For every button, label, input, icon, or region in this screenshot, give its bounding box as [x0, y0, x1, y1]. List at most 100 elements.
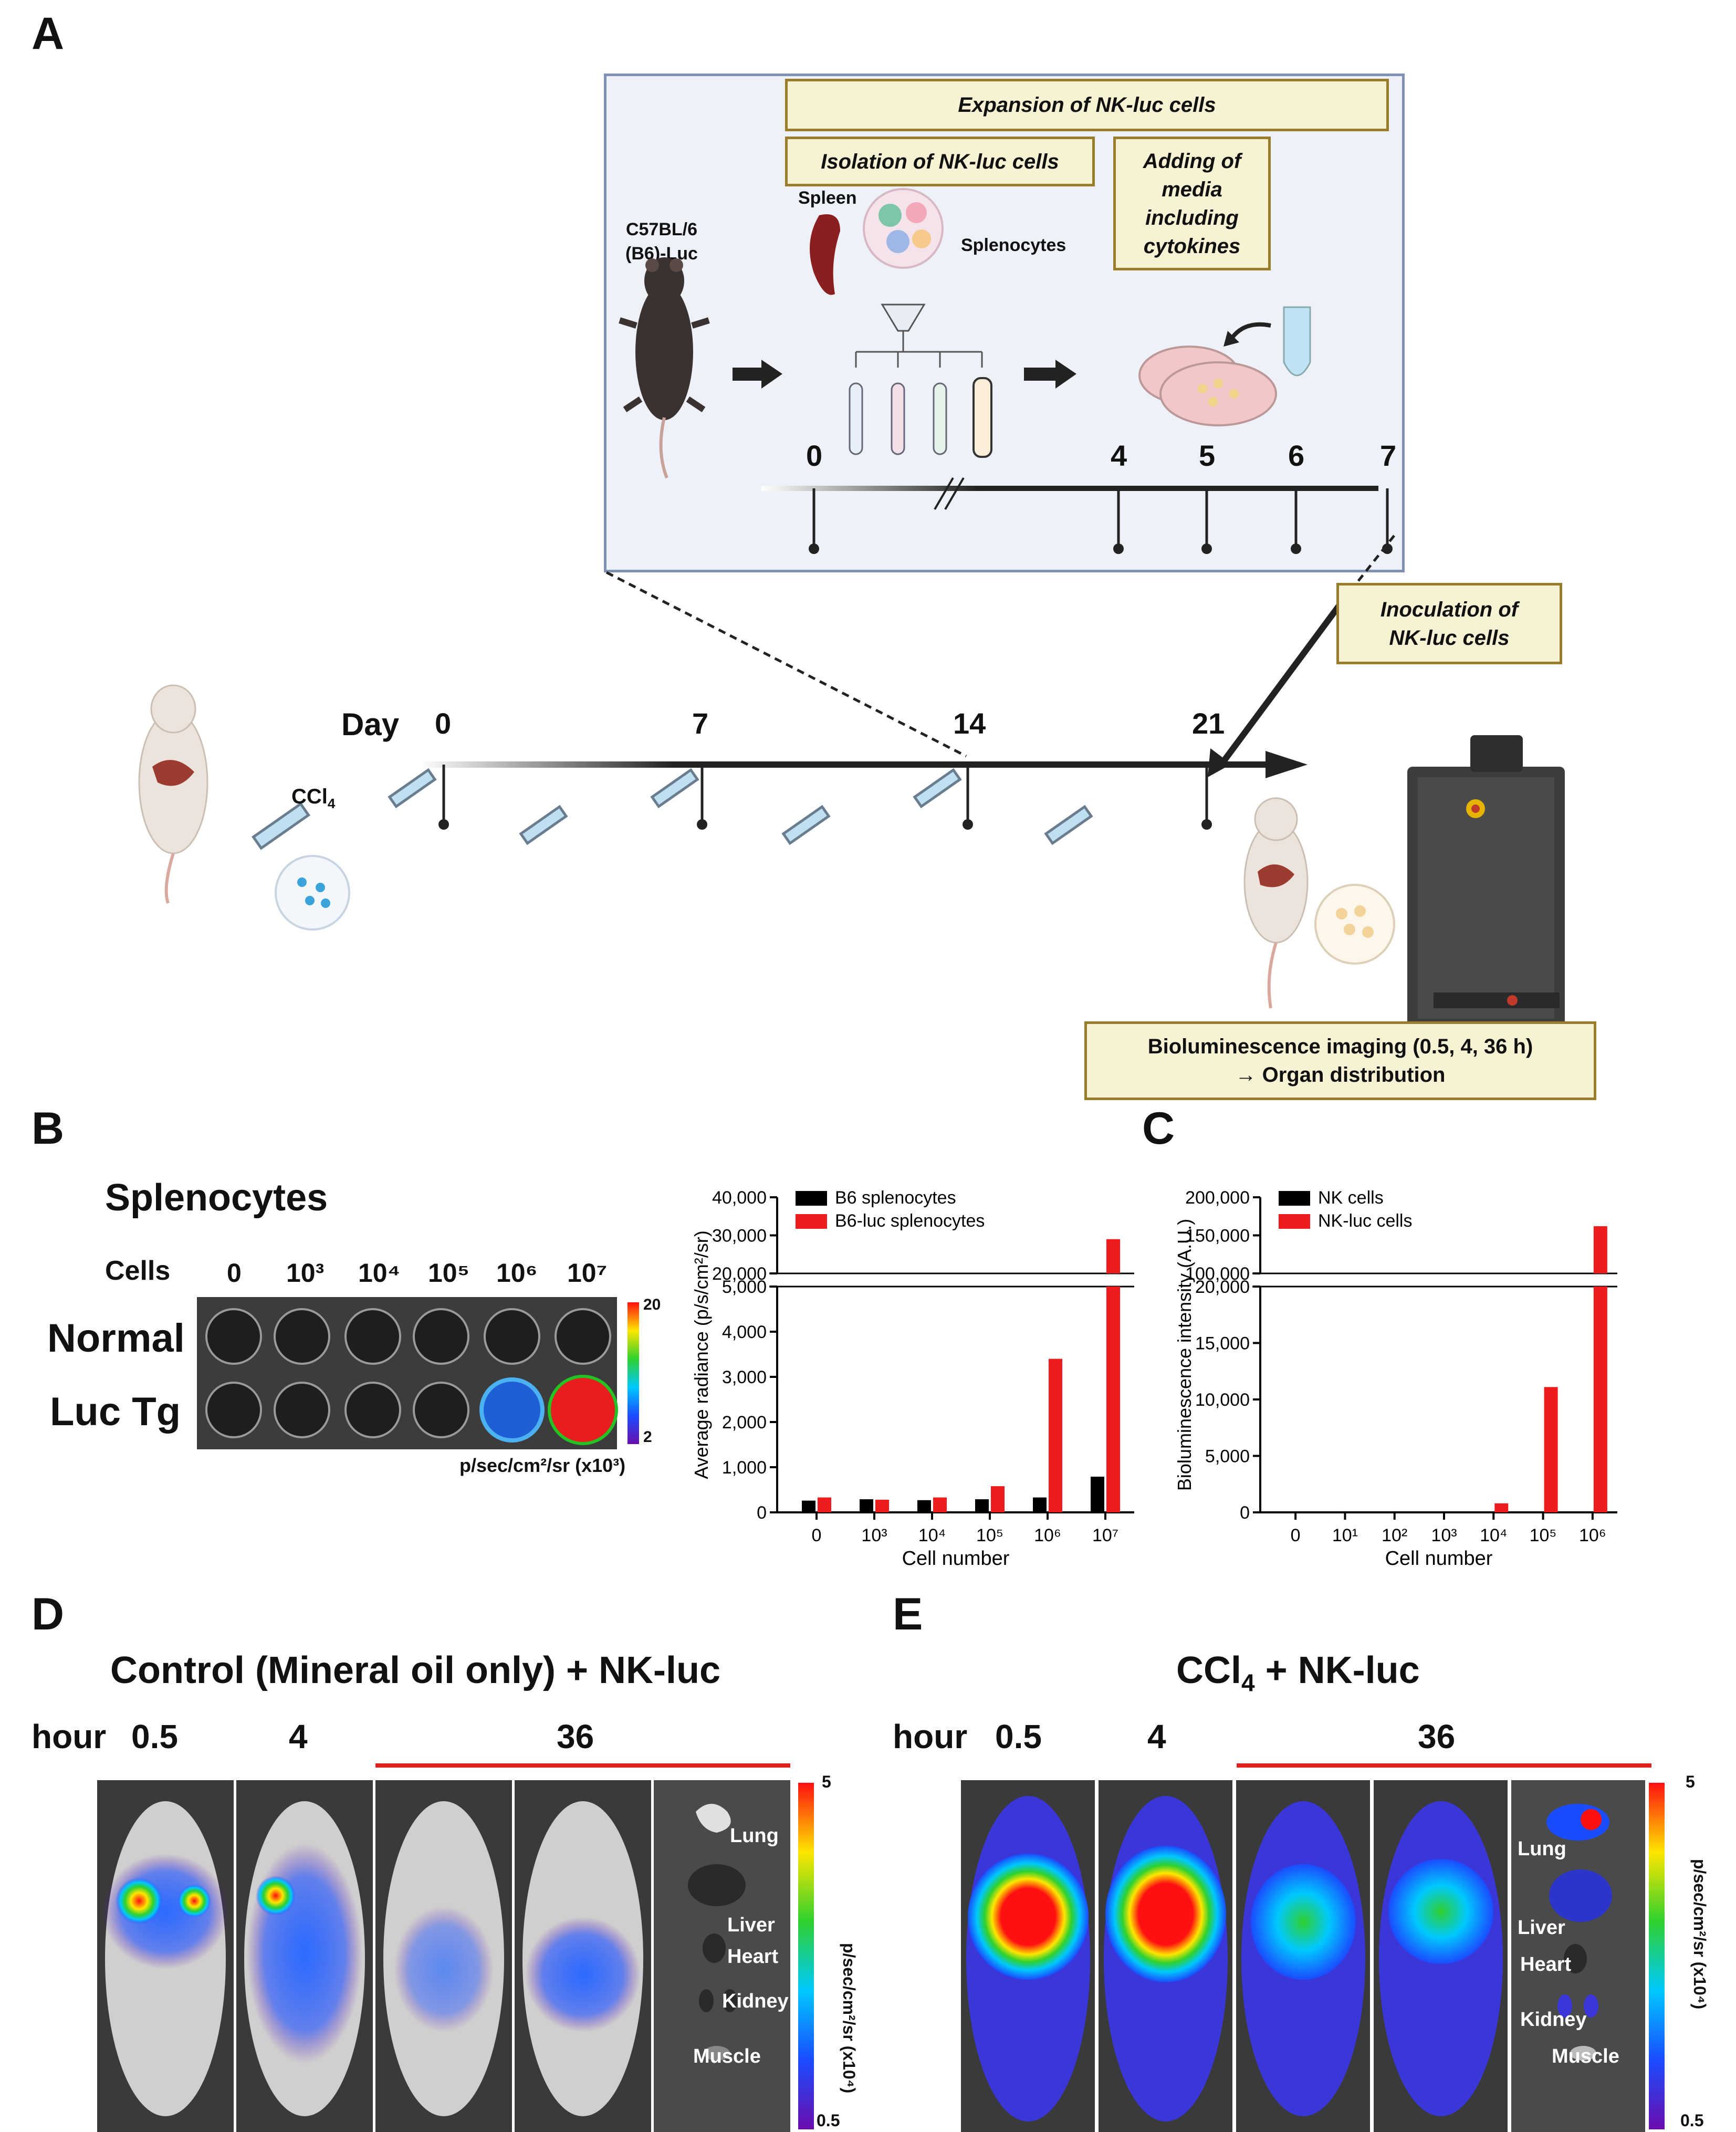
inset-timeline: [761, 486, 1378, 491]
y-tick-label: 200,000: [1185, 1188, 1250, 1208]
scale-unit: p/sec/cm²/sr (x10⁴): [1690, 1859, 1709, 2010]
inset-day: 7: [1380, 439, 1397, 472]
inset-day: 4: [1111, 439, 1127, 472]
bar: [1049, 1358, 1062, 1512]
mouse-images-control: [97, 1780, 814, 2132]
bar: [917, 1500, 931, 1512]
bar: [991, 1486, 1005, 1512]
white-mouse-icon: [138, 684, 208, 904]
cell-col-label: 10⁶: [496, 1258, 538, 1288]
imaging-line1: Bioluminescence imaging (0.5, 4, 36 h): [1147, 1035, 1533, 1058]
inset-day: 0: [806, 439, 823, 472]
y-tick-label: 30,000: [712, 1226, 767, 1246]
imager-icon: [1407, 735, 1565, 1029]
organ-label: Heart: [727, 1946, 779, 1968]
y-tick-label: 0: [757, 1503, 767, 1523]
bar: [1091, 1477, 1104, 1512]
drug-drops-icon: [275, 855, 350, 931]
row-luc-label: Luc Tg: [50, 1389, 181, 1434]
x-tick-label: 10⁴: [1480, 1525, 1507, 1545]
mouse-images-ccl4: [961, 1780, 1665, 2132]
mouse-frame-4h: [1099, 1780, 1232, 2132]
x-tick-label: 10¹: [1332, 1525, 1358, 1545]
main-timeline-illustration: [138, 684, 1565, 1029]
mouse-frame-36h-2: [1374, 1780, 1508, 2132]
organ-label: Kidney: [1520, 2009, 1587, 2031]
inset-illustration: [619, 188, 1393, 554]
plate-image: [197, 1297, 639, 1449]
nk-cells-icon: [1314, 884, 1395, 965]
y-tick-label: 100,000: [1185, 1264, 1250, 1284]
cell-col-label: 0: [227, 1258, 242, 1288]
bar: [933, 1497, 947, 1512]
chart-c: 05,00010,00015,00020,000100,000150,00020…: [1176, 1188, 1617, 1570]
y-tick-label: 1,000: [722, 1458, 767, 1478]
row-normal-label: Normal: [47, 1316, 185, 1361]
scale-max: 20: [643, 1296, 661, 1313]
organ-frame: [1511, 1780, 1645, 2132]
main-day: 21: [1192, 707, 1225, 740]
day-label: Day: [341, 707, 400, 742]
organ-label: Lung: [730, 1825, 779, 1847]
cell-col-label: 10³: [286, 1258, 325, 1288]
x-tick-label: 10⁵: [976, 1525, 1003, 1545]
imaging-line2: → Organ distribution: [1235, 1063, 1446, 1086]
organ-label: Muscle: [693, 2045, 761, 2067]
black-mouse-icon: [619, 257, 710, 479]
tube-icon: [891, 382, 905, 455]
organ-frame: [654, 1780, 790, 2132]
y-tick-label: 20,000: [712, 1264, 767, 1284]
chart-b: 01,0002,0003,0004,0005,00020,00030,00040…: [693, 1188, 1134, 1570]
y-tick-label: 5,000: [722, 1277, 767, 1297]
time-36h-line: [1237, 1763, 1651, 1768]
splenocytes-label: Splenocytes: [961, 235, 1066, 255]
mouse-frame-36h-dissected: [515, 1780, 651, 2132]
syringe-icon: [252, 768, 1093, 850]
x-tick-label: 10⁵: [1530, 1525, 1557, 1545]
time-label: 4: [1147, 1718, 1166, 1755]
hour-label: hour: [32, 1718, 107, 1755]
arrow-icon: [1024, 360, 1076, 389]
bar: [1544, 1387, 1558, 1512]
legend-swatch: [1279, 1214, 1310, 1229]
y-axis-label: Average radiance (p/s/cm²/sr): [693, 1230, 712, 1479]
cells-label: Cells: [105, 1256, 171, 1286]
curved-arrow-icon: [1229, 322, 1271, 340]
x-tick-label: 0: [812, 1525, 822, 1545]
scale-min: 0.5: [817, 2111, 840, 2130]
panel-a-label: A: [32, 8, 65, 59]
panel-d-label: D: [32, 1589, 65, 1639]
expansion-box: Expansion of NK-luc cells: [785, 79, 1389, 131]
y-tick-label: 40,000: [712, 1188, 767, 1208]
panel-c-label: C: [1142, 1103, 1175, 1154]
x-tick-label: 10³: [861, 1525, 887, 1545]
time-label: 36: [557, 1718, 594, 1755]
bar: [1494, 1503, 1509, 1512]
y-axis-label: Bioluminescence intensity (A.U.): [1176, 1219, 1195, 1491]
legend-label: B6-luc splenocytes: [835, 1211, 985, 1231]
color-scale: [798, 1783, 814, 2129]
hour-label: hour: [893, 1718, 968, 1755]
organ-label: Liver: [727, 1914, 775, 1936]
y-tick-label: 3,000: [722, 1367, 767, 1387]
organ-label: Lung: [1518, 1838, 1566, 1860]
bar: [875, 1499, 889, 1512]
organ-label: Kidney: [722, 1990, 789, 2012]
mouse-frame-36h: [1236, 1780, 1370, 2132]
tube-icon: [933, 382, 947, 455]
inoculation-box: Inoculation of NK-luc cells: [1336, 583, 1562, 664]
mouse-frame-4h: [236, 1780, 373, 2132]
x-tick-label: 10³: [1431, 1525, 1457, 1545]
y-tick-label: 2,000: [722, 1413, 767, 1433]
tube-icon: [849, 382, 863, 455]
y-tick-label: 150,000: [1185, 1226, 1250, 1246]
legend-label: B6 splenocytes: [835, 1188, 956, 1208]
scale-max: 5: [1686, 1772, 1695, 1791]
scale-unit: p/sec/cm²/sr (x10⁴): [840, 1943, 859, 2094]
y-tick-label: 20,000: [1195, 1277, 1250, 1297]
y-tick-label: 0: [1240, 1503, 1250, 1523]
bar: [975, 1499, 989, 1512]
scale-min: 0.5: [1680, 2111, 1704, 2130]
y-tick-label: 5,000: [1205, 1447, 1250, 1467]
bar: [860, 1499, 873, 1512]
